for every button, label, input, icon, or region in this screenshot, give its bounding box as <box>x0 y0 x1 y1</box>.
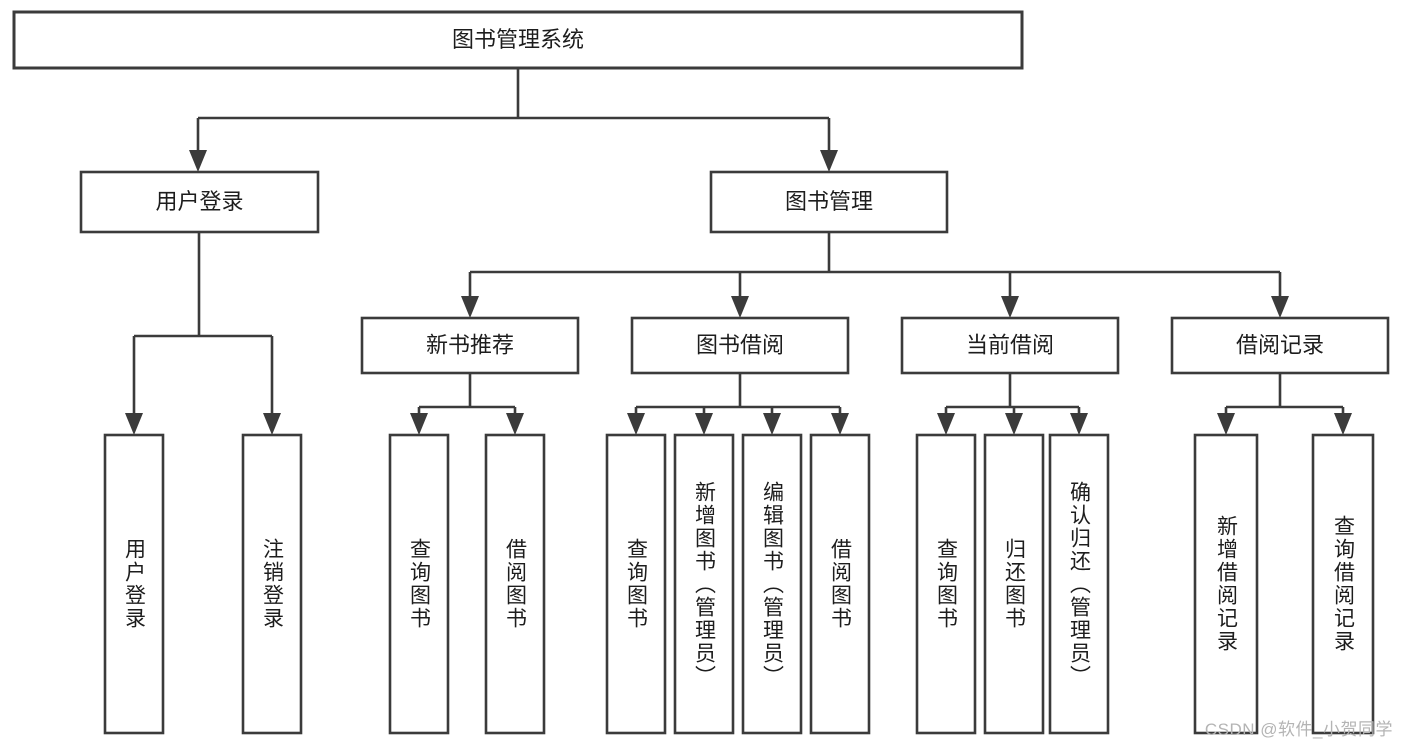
node-label-l-return-book: 归还图书 <box>1002 538 1026 630</box>
node-label-l-add-book: 新增图书（管理员） <box>692 480 716 688</box>
node-l-query-book-1[interactable]: 查询图书 <box>388 433 450 735</box>
node-label-l-confirm-return: 确认归还（管理员） <box>1067 480 1091 688</box>
connector-n-book-borrow <box>627 373 849 435</box>
node-label-wrap-l-add-record: 新增借阅记录 <box>1214 515 1238 653</box>
node-label-n-current-borrow: 当前借阅 <box>966 332 1054 357</box>
node-box-n-user-login[interactable] <box>79 170 320 234</box>
node-box-l-add-book[interactable] <box>673 433 735 735</box>
node-label-wrap-l-borrow-book-1: 借阅图书 <box>503 538 527 630</box>
node-l-return-book[interactable]: 归还图书 <box>983 433 1045 735</box>
node-label-root: 图书管理系统 <box>452 27 584 52</box>
node-label-wrap-l-confirm-return: 确认归还（管理员） <box>1067 480 1091 688</box>
node-label-l-add-record: 新增借阅记录 <box>1214 515 1238 653</box>
node-box-l-edit-book[interactable] <box>741 433 803 735</box>
node-label-wrap-l-add-book: 新增图书（管理员） <box>692 480 716 688</box>
node-label-n-user-login: 用户登录 <box>155 189 243 214</box>
node-box-l-query-book-2[interactable] <box>605 433 667 735</box>
node-layer: 图书管理系统用户登录图书管理新书推荐图书借阅当前借阅借阅记录用户登录注销登录查询… <box>12 10 1390 735</box>
node-root[interactable]: 图书管理系统 <box>12 10 1024 70</box>
node-label-l-edit-book: 编辑图书（管理员） <box>760 480 784 688</box>
node-label-l-query-book-2: 查询图书 <box>624 538 648 630</box>
node-label-l-query-book-3: 查询图书 <box>934 538 958 630</box>
node-n-user-login[interactable]: 用户登录 <box>79 170 320 234</box>
node-l-borrow-book-1[interactable]: 借阅图书 <box>484 433 546 735</box>
node-label-wrap-l-borrow-book-2: 借阅图书 <box>828 538 852 630</box>
node-label-wrap-l-edit-book: 编辑图书（管理员） <box>760 480 784 688</box>
node-n-borrow-record[interactable]: 借阅记录 <box>1170 316 1390 375</box>
node-l-user-login[interactable]: 用户登录 <box>103 433 165 735</box>
node-label-wrap-l-user-login: 用户登录 <box>122 538 146 630</box>
node-box-l-query-book-3[interactable] <box>915 433 977 735</box>
node-label-l-borrow-book-1: 借阅图书 <box>503 538 527 630</box>
node-box-l-logout[interactable] <box>241 433 303 735</box>
node-box-n-new-book-rec[interactable] <box>360 316 580 375</box>
node-label-wrap-l-query-record: 查询借阅记录 <box>1331 515 1355 653</box>
node-label-n-new-book-rec: 新书推荐 <box>426 332 514 357</box>
node-label-wrap-l-query-book-1: 查询图书 <box>407 538 431 630</box>
node-box-l-borrow-book-2[interactable] <box>809 433 871 735</box>
node-box-n-current-borrow[interactable] <box>900 316 1120 375</box>
node-box-l-query-record[interactable] <box>1311 433 1375 735</box>
node-label-l-borrow-book-2: 借阅图书 <box>828 538 852 630</box>
connector-n-new-book-rec <box>410 373 524 435</box>
connector-n-current-borrow <box>937 373 1088 435</box>
node-l-confirm-return[interactable]: 确认归还（管理员） <box>1048 433 1110 735</box>
node-box-l-query-book-1[interactable] <box>388 433 450 735</box>
node-l-logout[interactable]: 注销登录 <box>241 433 303 735</box>
node-n-new-book-rec[interactable]: 新书推荐 <box>360 316 580 375</box>
node-l-edit-book[interactable]: 编辑图书（管理员） <box>741 433 803 735</box>
node-box-l-user-login[interactable] <box>103 433 165 735</box>
node-box-l-confirm-return[interactable] <box>1048 433 1110 735</box>
node-l-add-record[interactable]: 新增借阅记录 <box>1193 433 1259 735</box>
node-l-borrow-book-2[interactable]: 借阅图书 <box>809 433 871 735</box>
node-l-add-book[interactable]: 新增图书（管理员） <box>673 433 735 735</box>
node-label-n-borrow-record: 借阅记录 <box>1236 332 1324 357</box>
connector-root <box>189 68 838 172</box>
connector-layer <box>125 68 1352 435</box>
node-box-n-book-manage[interactable] <box>709 170 949 234</box>
node-n-current-borrow[interactable]: 当前借阅 <box>900 316 1120 375</box>
node-label-wrap-l-query-book-2: 查询图书 <box>624 538 648 630</box>
node-box-l-add-record[interactable] <box>1193 433 1259 735</box>
node-label-l-user-login: 用户登录 <box>122 538 146 630</box>
node-label-n-book-manage: 图书管理 <box>785 189 873 214</box>
node-label-l-query-record: 查询借阅记录 <box>1331 515 1355 653</box>
connector-n-book-manage <box>461 232 1289 318</box>
node-n-book-manage[interactable]: 图书管理 <box>709 170 949 234</box>
node-n-book-borrow[interactable]: 图书借阅 <box>630 316 850 375</box>
node-l-query-record[interactable]: 查询借阅记录 <box>1311 433 1375 735</box>
node-l-query-book-2[interactable]: 查询图书 <box>605 433 667 735</box>
node-box-n-book-borrow[interactable] <box>630 316 850 375</box>
node-label-wrap-l-logout: 注销登录 <box>260 538 284 630</box>
node-box-l-return-book[interactable] <box>983 433 1045 735</box>
node-label-l-logout: 注销登录 <box>260 538 284 630</box>
node-box-n-borrow-record[interactable] <box>1170 316 1390 375</box>
node-l-query-book-3[interactable]: 查询图书 <box>915 433 977 735</box>
connector-n-borrow-record <box>1217 373 1352 435</box>
node-label-n-book-borrow: 图书借阅 <box>696 332 784 357</box>
node-box-l-borrow-book-1[interactable] <box>484 433 546 735</box>
connector-n-user-login <box>125 232 281 435</box>
node-label-wrap-l-return-book: 归还图书 <box>1002 538 1026 630</box>
node-label-l-query-book-1: 查询图书 <box>407 538 431 630</box>
node-label-wrap-l-query-book-3: 查询图书 <box>934 538 958 630</box>
node-box-root[interactable] <box>12 10 1024 70</box>
